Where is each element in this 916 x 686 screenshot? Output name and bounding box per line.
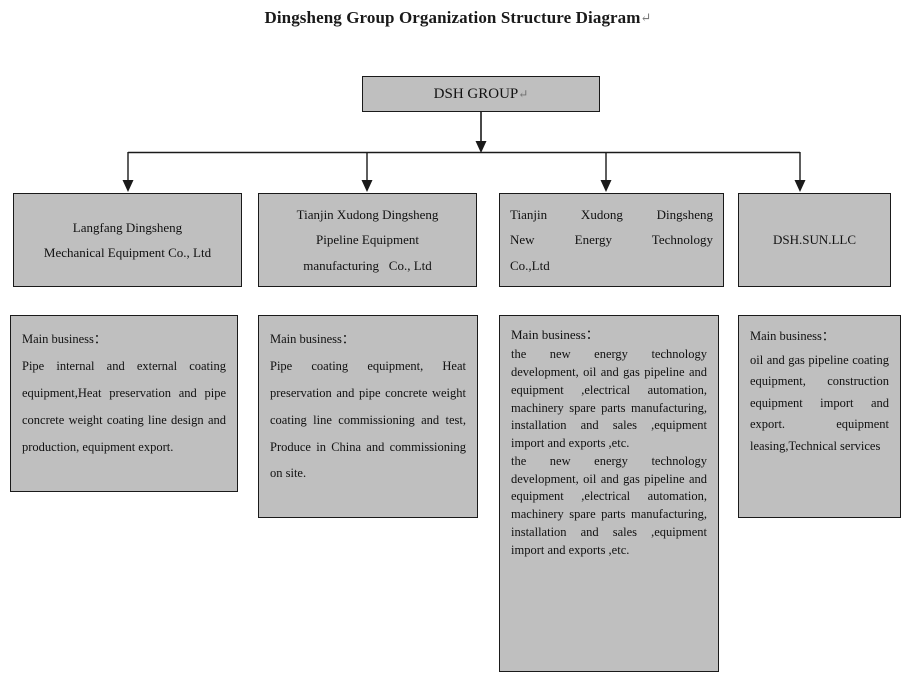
desc-body-repeat: the new energy technology development, o… <box>511 453 707 557</box>
desc-tianjin-xudong-new-energy: Main business： the new energy technology… <box>499 315 719 672</box>
page-title: Dingsheng Group Organization Structure D… <box>0 8 916 28</box>
node-line: Tianjin Xudong Dingsheng <box>296 206 439 222</box>
node-dsh-group-label: DSH GROUP <box>433 85 519 102</box>
node-line: Co.,Ltd <box>510 257 550 273</box>
arrowhead-drop-3 <box>600 180 612 192</box>
node-dsh-sun-llc[interactable]: DSH.SUN.LLC <box>738 193 891 287</box>
desc-tianjin-xudong-pipeline: Main business： Pipe coating equipment, H… <box>258 315 478 518</box>
node-line: Mechanical Equipment Co., Ltd <box>43 245 212 260</box>
desc-body: oil and gas pipeline coating equipment, … <box>750 352 889 453</box>
node-line: Langfang Dingsheng <box>72 219 183 235</box>
node-line: Tianjin Xudong Dingsheng <box>510 206 713 222</box>
desc-body: Pipe coating equipment, Heat preservatio… <box>270 358 466 481</box>
desc-body: the new energy technology development, o… <box>511 347 707 451</box>
node-tianjin-xudong-pipeline[interactable]: Tianjin Xudong Dingsheng Pipeline Equipm… <box>258 193 477 287</box>
paragraph-mark-icon: ↵ <box>640 10 652 25</box>
arrowhead-drop-1 <box>122 180 134 192</box>
node-tianjin-xudong-new-energy[interactable]: Tianjin Xudong Dingsheng New Energy Tech… <box>499 193 724 287</box>
desc-dsh-sun-llc: Main business： oil and gas pipeline coat… <box>738 315 901 518</box>
arrowhead-drop-2 <box>361 180 373 192</box>
desc-heading: Main business： <box>270 332 355 346</box>
node-line: DSH.SUN.LLC <box>772 232 857 248</box>
desc-heading: Main business： <box>22 332 107 346</box>
desc-body: Pipe internal and external coating equip… <box>22 358 226 454</box>
desc-heading: Main business： <box>750 329 835 343</box>
arrowhead-drop-4 <box>794 180 806 192</box>
node-dsh-group[interactable]: DSH GROUP↵ <box>362 76 600 112</box>
desc-heading: Main business： <box>511 327 599 342</box>
node-langfang-dingsheng[interactable]: Langfang Dingsheng Mechanical Equipment … <box>13 193 242 287</box>
desc-langfang-dingsheng: Main business： Pipe internal and externa… <box>10 315 238 492</box>
node-line: manufacturing Co., Ltd <box>303 257 432 273</box>
node-line: Pipeline Equipment <box>316 232 419 248</box>
page-title-text: Dingsheng Group Organization Structure D… <box>264 8 641 27</box>
node-line: New Energy Technology <box>510 232 713 248</box>
paragraph-mark-icon: ↵ <box>518 86 529 101</box>
arrowhead-root-trunk <box>475 141 487 153</box>
